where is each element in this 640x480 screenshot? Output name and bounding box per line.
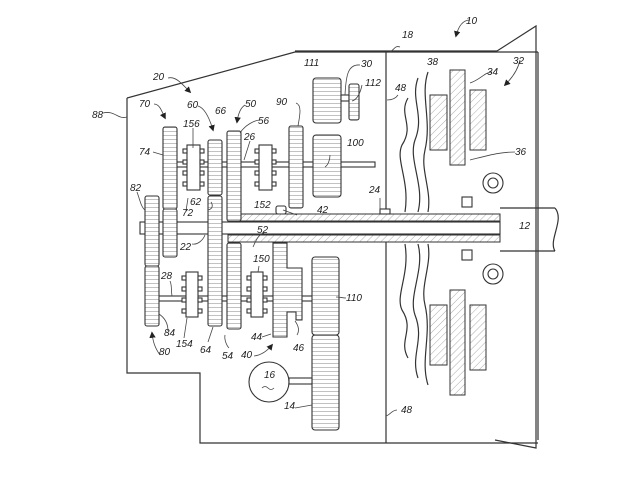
gear-100 <box>312 134 342 198</box>
ref-label-72: 72 <box>182 208 194 219</box>
ref-label-32: 32 <box>513 56 525 67</box>
gear-72 <box>162 208 178 258</box>
ref-label-152: 152 <box>254 200 271 211</box>
gear-66 <box>207 139 223 196</box>
gear-84 <box>144 265 160 327</box>
ref-label-90: 90 <box>276 97 288 108</box>
gear-74 <box>162 126 178 210</box>
ref-label-82: 82 <box>130 183 142 194</box>
ref-label-22: 22 <box>179 242 192 253</box>
ref-label-48-bottom: 48 <box>401 405 413 416</box>
ref-label-46: 46 <box>293 343 305 354</box>
ref-label-42: 42 <box>317 205 329 216</box>
ref-label-38: 38 <box>427 57 439 68</box>
gear-14 <box>311 334 340 431</box>
gear-111 <box>312 77 342 124</box>
ref-label-26: 26 <box>243 132 256 143</box>
motor-tilde <box>261 386 275 390</box>
gear-82 <box>144 195 160 267</box>
synchronizer-156 <box>182 144 205 191</box>
ref-label-52: 52 <box>257 225 269 236</box>
gear-110 <box>311 256 340 336</box>
gear-112 <box>348 83 360 121</box>
shaft-22 <box>139 221 501 235</box>
ref-label-70: 70 <box>139 99 151 110</box>
ref-label-10: 10 <box>466 16 478 27</box>
ref-label-40: 40 <box>241 350 253 361</box>
ref-label-80: 80 <box>159 347 171 358</box>
ref-label-30: 30 <box>361 59 373 70</box>
collar-42 <box>275 205 287 215</box>
shaft-30 <box>340 94 350 102</box>
ref-label-110: 110 <box>346 293 362 304</box>
ref-label-60: 60 <box>187 100 199 111</box>
gear-54 <box>226 242 242 330</box>
ref-label-64: 64 <box>200 345 212 356</box>
ref-label-50: 50 <box>245 99 257 110</box>
gear-56 <box>226 130 242 222</box>
ref-label-20: 20 <box>152 72 165 83</box>
ref-label-34: 34 <box>487 67 499 78</box>
clutch-assembly-32 <box>399 69 504 396</box>
ref-label-44: 44 <box>251 332 263 343</box>
ref-label-66: 66 <box>215 106 227 117</box>
ref-label-150: 150 <box>253 254 270 265</box>
ref-label-84: 84 <box>164 328 176 339</box>
ref-label-28: 28 <box>160 271 173 282</box>
ref-label-24: 24 <box>368 185 381 196</box>
ref-label-56: 56 <box>258 116 270 127</box>
ref-label-74: 74 <box>139 147 151 158</box>
hollow-shaft-52 <box>227 234 501 243</box>
housing-right-wall <box>494 24 537 449</box>
ref-label-48-top: 48 <box>395 83 407 94</box>
bushing-24 <box>379 208 391 215</box>
ref-label-111: 111 <box>304 58 319 69</box>
hollow-shaft-24 <box>227 213 501 222</box>
synchronizer-150 <box>246 271 268 318</box>
ref-label-16: 16 <box>264 370 276 381</box>
ref-label-154: 154 <box>176 339 193 350</box>
ref-label-100: 100 <box>347 138 364 149</box>
synchronizer-154 <box>181 271 203 318</box>
ref-label-156: 156 <box>183 119 200 130</box>
ref-label-36: 36 <box>515 147 527 158</box>
synchronizer-152 <box>254 144 277 191</box>
leader-lines <box>102 19 521 417</box>
ref-label-14: 14 <box>284 401 296 412</box>
shaft-12 <box>500 207 559 252</box>
ref-label-88: 88 <box>92 110 104 121</box>
housing-outline <box>126 51 539 444</box>
ref-label-54: 54 <box>222 351 234 362</box>
ref-label-12: 12 <box>519 221 531 232</box>
ref-label-62: 62 <box>190 197 202 208</box>
gear-90 <box>288 125 304 209</box>
gear-62 <box>207 195 223 327</box>
motor-shaft <box>288 377 313 385</box>
gear-44-46 <box>272 242 303 338</box>
ref-label-18: 18 <box>402 30 414 41</box>
ref-label-112: 112 <box>365 78 381 89</box>
motor-16 <box>248 361 290 403</box>
